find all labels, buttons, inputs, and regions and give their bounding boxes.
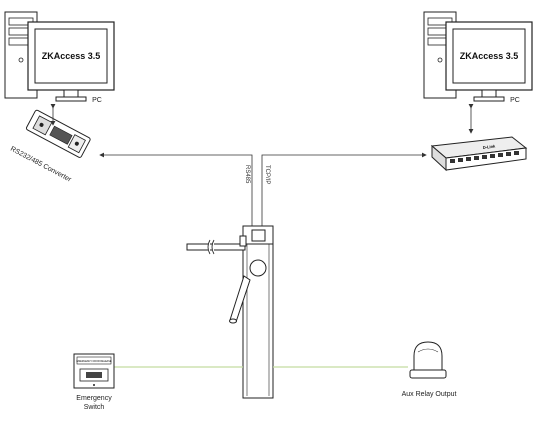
network-switch-icon [430, 136, 528, 172]
rs485-link [99, 152, 253, 226]
converter-label: RS232/485 Converter [9, 146, 73, 184]
alarm-light-icon [409, 341, 447, 379]
turnstile-hub-icon [249, 259, 267, 277]
right-pc-monitor-icon [445, 21, 533, 102]
rs232-485-converter: RS232/485 Converter [9, 109, 91, 184]
left-pc-screen-text: ZKAccess 3.5 [42, 51, 101, 61]
aux-relay-output: Aux Relay Output [402, 341, 457, 398]
turnstile-reader-icon [251, 229, 266, 242]
converter-icon [25, 109, 91, 158]
right-pc: ZKAccess 3.5 PC [423, 11, 533, 104]
tcpip-label: TCP/IP [264, 165, 270, 184]
left-pc: ZKAccess 3.5 PC [4, 11, 115, 104]
network-switch: D-Link [430, 136, 528, 172]
right-pc-screen-text: ZKAccess 3.5 [460, 51, 519, 61]
turnstile-arm-lower [229, 275, 251, 324]
left-pc-label: PC [92, 97, 102, 104]
emergency-switch-label-line2: Switch [84, 404, 105, 411]
rs485-label: RS485 [244, 165, 250, 184]
turnstile-arm-upper [186, 235, 247, 255]
emergency-switch: EMERGENCY DOOR RELEASE Emergency Switch [73, 353, 115, 411]
tripod-turnstile [186, 225, 274, 399]
emergency-switch-label-line1: Emergency [76, 395, 112, 402]
left-pc-monitor-icon [27, 21, 115, 102]
aux-relay-label: Aux Relay Output [402, 391, 457, 398]
emergency-switch-icon [73, 353, 115, 389]
tcpip-link [261, 152, 427, 226]
turnstile-cabinet [242, 225, 274, 399]
right-pc-label: PC [510, 97, 520, 104]
emergency-switch-panel-text: EMERGENCY DOOR RELEASE [77, 360, 112, 363]
switch-brand-text: D-Link [483, 143, 497, 150]
